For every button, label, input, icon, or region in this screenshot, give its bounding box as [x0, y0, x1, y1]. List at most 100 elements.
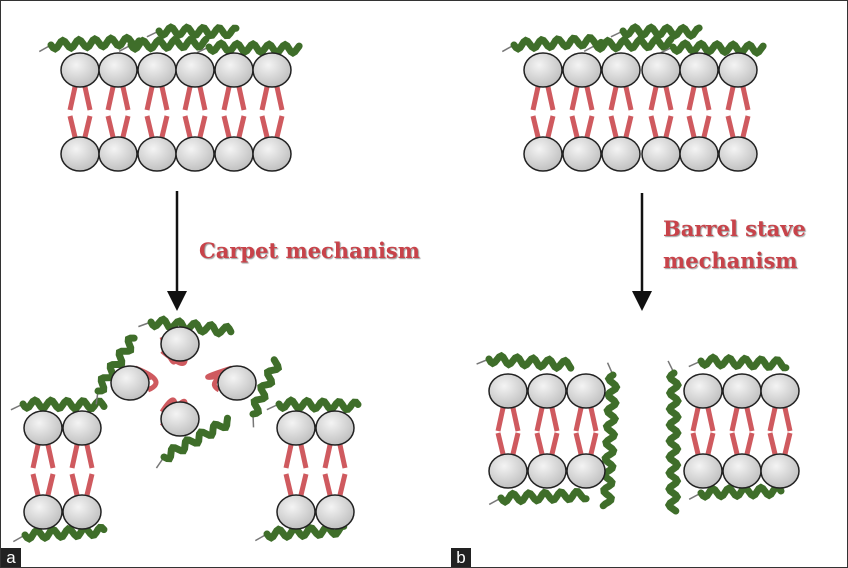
lipid-head [62, 494, 102, 530]
lipid-head [488, 453, 528, 489]
lipid-head [562, 52, 602, 88]
lipid-head [523, 136, 563, 172]
lipid-head [488, 373, 528, 409]
lipid-tail [588, 432, 599, 455]
lipid-head [718, 136, 758, 172]
barrel-stave-label-line1: Barrel stave [663, 216, 806, 241]
peptide-helix [94, 334, 138, 395]
lipid-head [60, 136, 100, 172]
lipid-tail [608, 115, 619, 138]
lipid-tail [30, 473, 41, 496]
lipid-tail [648, 115, 659, 138]
lipid-head [679, 52, 719, 88]
lipid-head [160, 326, 200, 362]
lipid-head [252, 52, 292, 88]
lipid-head [214, 52, 254, 88]
lipid-tail [322, 444, 333, 469]
lipid-tail [573, 432, 584, 455]
lipid-tail [221, 86, 232, 111]
panel-label-a: a [1, 548, 21, 567]
lipid-tail [283, 473, 294, 496]
lipid-tail [534, 432, 545, 455]
lipid-head [527, 373, 567, 409]
lipid-head [175, 136, 215, 172]
lipid-tail [530, 86, 541, 111]
lipid-tail [45, 473, 56, 496]
lipid-tail [725, 115, 736, 138]
lipid-tail [159, 115, 170, 138]
lipid-tail [623, 115, 634, 138]
lipid-tail [274, 86, 285, 111]
lipid-tail [545, 115, 556, 138]
lipid-head [641, 52, 681, 88]
lipid-tail [701, 86, 712, 111]
peptide-helix [21, 523, 108, 543]
lipid-tail [197, 115, 208, 138]
lipid-head [566, 373, 606, 409]
lipid-head [601, 136, 641, 172]
lipid-head [722, 373, 762, 409]
lipid-tail [182, 115, 193, 138]
lipid-tail [729, 432, 740, 455]
lipid-tail [274, 115, 285, 138]
lipid-tail [69, 444, 80, 469]
peptide-helix [147, 315, 235, 338]
lipid-tail [30, 444, 41, 469]
lipid-tail [495, 407, 506, 432]
lipid-tail [584, 86, 595, 111]
peptide-helix [19, 396, 108, 413]
lipid-tail [105, 86, 116, 111]
lipid-tail [705, 432, 716, 455]
lipid-tail [67, 115, 78, 138]
lipid-tail [510, 432, 521, 455]
lipid-head [601, 52, 641, 88]
lipid-tail [337, 473, 348, 496]
lipid-tail [298, 473, 309, 496]
lipid-tail [549, 432, 560, 455]
lipid-tail [648, 86, 659, 111]
lipid-tail [182, 86, 193, 111]
lipid-tail [236, 86, 247, 111]
lipid-head [252, 136, 292, 172]
peptide-helix [697, 483, 785, 501]
lipid-head [62, 410, 102, 446]
peptide-helix [619, 23, 703, 40]
lipid-tail [144, 86, 155, 111]
lipid-head [562, 136, 602, 172]
peptide-helix [127, 35, 210, 53]
lipid-head [217, 365, 257, 401]
lipid-tail [221, 115, 232, 138]
lipid-tail [569, 115, 580, 138]
peptide-helix [155, 23, 240, 40]
lipid-tail [69, 473, 80, 496]
lipid-tail [782, 407, 793, 432]
lipid-head [98, 52, 138, 88]
peptide-helix [160, 414, 231, 463]
lipid-head [110, 365, 150, 401]
lipid-tail [120, 86, 131, 111]
peptide-helix [664, 369, 682, 515]
lipid-head [60, 52, 100, 88]
lipid-head [315, 410, 355, 446]
peptide-helix [205, 39, 303, 57]
lipid-head [718, 52, 758, 88]
lipid-tail [105, 115, 116, 138]
peptide-helix [485, 351, 575, 373]
lipid-tail [782, 432, 793, 455]
lipid-head [214, 136, 254, 172]
lipid-tail [705, 407, 716, 432]
peptide-helix [669, 39, 767, 57]
lipid-tail [495, 432, 506, 455]
lipid-tail [740, 86, 751, 111]
lipid-tail [322, 473, 333, 496]
lipid-head [523, 52, 563, 88]
lipid-tail [259, 115, 270, 138]
lipid-tail [545, 86, 556, 111]
lipid-tail [663, 115, 674, 138]
lipid-tail [588, 407, 599, 432]
lipid-tail [740, 115, 751, 138]
peptide-helix [275, 396, 362, 414]
lipid-head [315, 494, 355, 530]
lipid-tail [690, 407, 701, 432]
peptide-helix [249, 356, 283, 418]
